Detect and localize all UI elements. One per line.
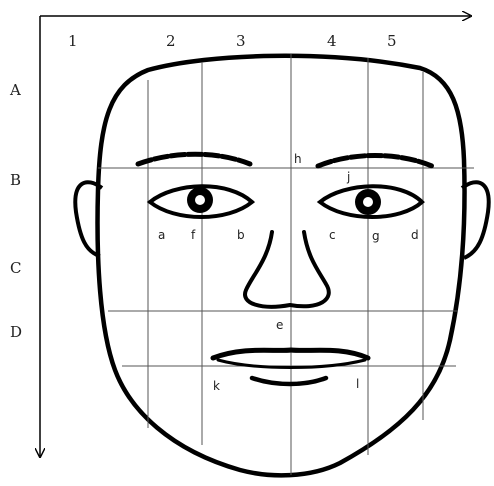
left-eye bbox=[150, 186, 252, 217]
point-label-k: k bbox=[213, 379, 220, 393]
point-label-l: l bbox=[356, 377, 359, 391]
lower-lip bbox=[252, 378, 326, 384]
column-label-1: 1 bbox=[68, 32, 78, 50]
column-label-2: 2 bbox=[166, 32, 176, 50]
point-label-b: b bbox=[237, 228, 245, 242]
point-label-g: g bbox=[372, 229, 380, 243]
right-eyebrow bbox=[318, 156, 432, 167]
row-label-c: C bbox=[10, 259, 21, 277]
row-label-a: A bbox=[9, 81, 21, 99]
right-eye bbox=[320, 186, 422, 217]
grid-lines bbox=[98, 54, 474, 475]
left-eyebrow bbox=[138, 154, 250, 164]
point-label-h: h bbox=[294, 152, 302, 166]
point-label-a: a bbox=[158, 228, 165, 242]
row-label-d: D bbox=[10, 323, 22, 341]
point-label-d: d bbox=[411, 228, 419, 242]
column-label-4: 4 bbox=[327, 32, 337, 50]
face-outline bbox=[98, 56, 465, 476]
point-label-j: j bbox=[346, 170, 350, 184]
point-label-e: e bbox=[276, 318, 283, 332]
point-label-c: c bbox=[329, 228, 336, 242]
point-label-f: f bbox=[191, 228, 196, 242]
column-label-3: 3 bbox=[236, 32, 246, 50]
nose bbox=[245, 232, 329, 307]
row-label-b: B bbox=[10, 171, 21, 189]
column-label-5: 5 bbox=[387, 32, 397, 50]
